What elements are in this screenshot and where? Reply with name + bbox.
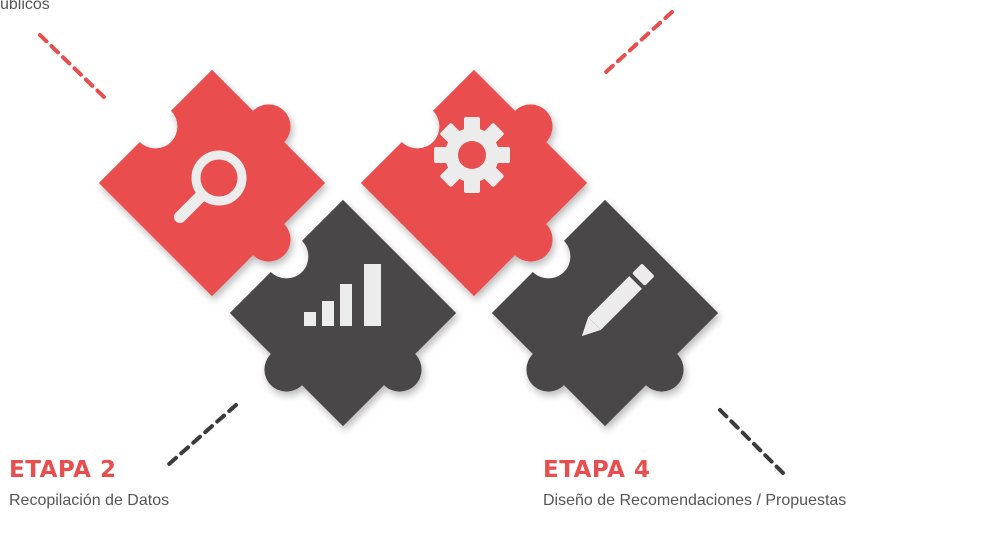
connector-line-stage-2 <box>166 403 238 467</box>
pencil-icon <box>581 264 654 337</box>
connector-line-stage-1 <box>38 33 107 100</box>
stage-2-title: ETAPA 2 <box>9 457 117 483</box>
connector-line-stage-4 <box>718 408 787 477</box>
stage-1-subtitle-fragment: úblicos <box>0 0 50 13</box>
stage-4-subtitle: Diseño de Recomendaciones / Propuestas <box>543 492 847 509</box>
stage-4-label: ETAPA 4 Diseño de Recomendaciones / Prop… <box>543 457 846 511</box>
gear-icon <box>434 117 510 193</box>
stage-2-label: ETAPA 2 Recopilación de Datos <box>9 457 169 511</box>
connector-line-stage-3 <box>604 10 674 74</box>
bar-chart-icon <box>304 264 381 326</box>
stage-4-title: ETAPA 4 <box>543 457 651 483</box>
magnifier-icon <box>174 150 247 223</box>
stage-2-subtitle: Recopilación de Datos <box>9 492 170 509</box>
puzzle-piece-search <box>98 69 326 297</box>
